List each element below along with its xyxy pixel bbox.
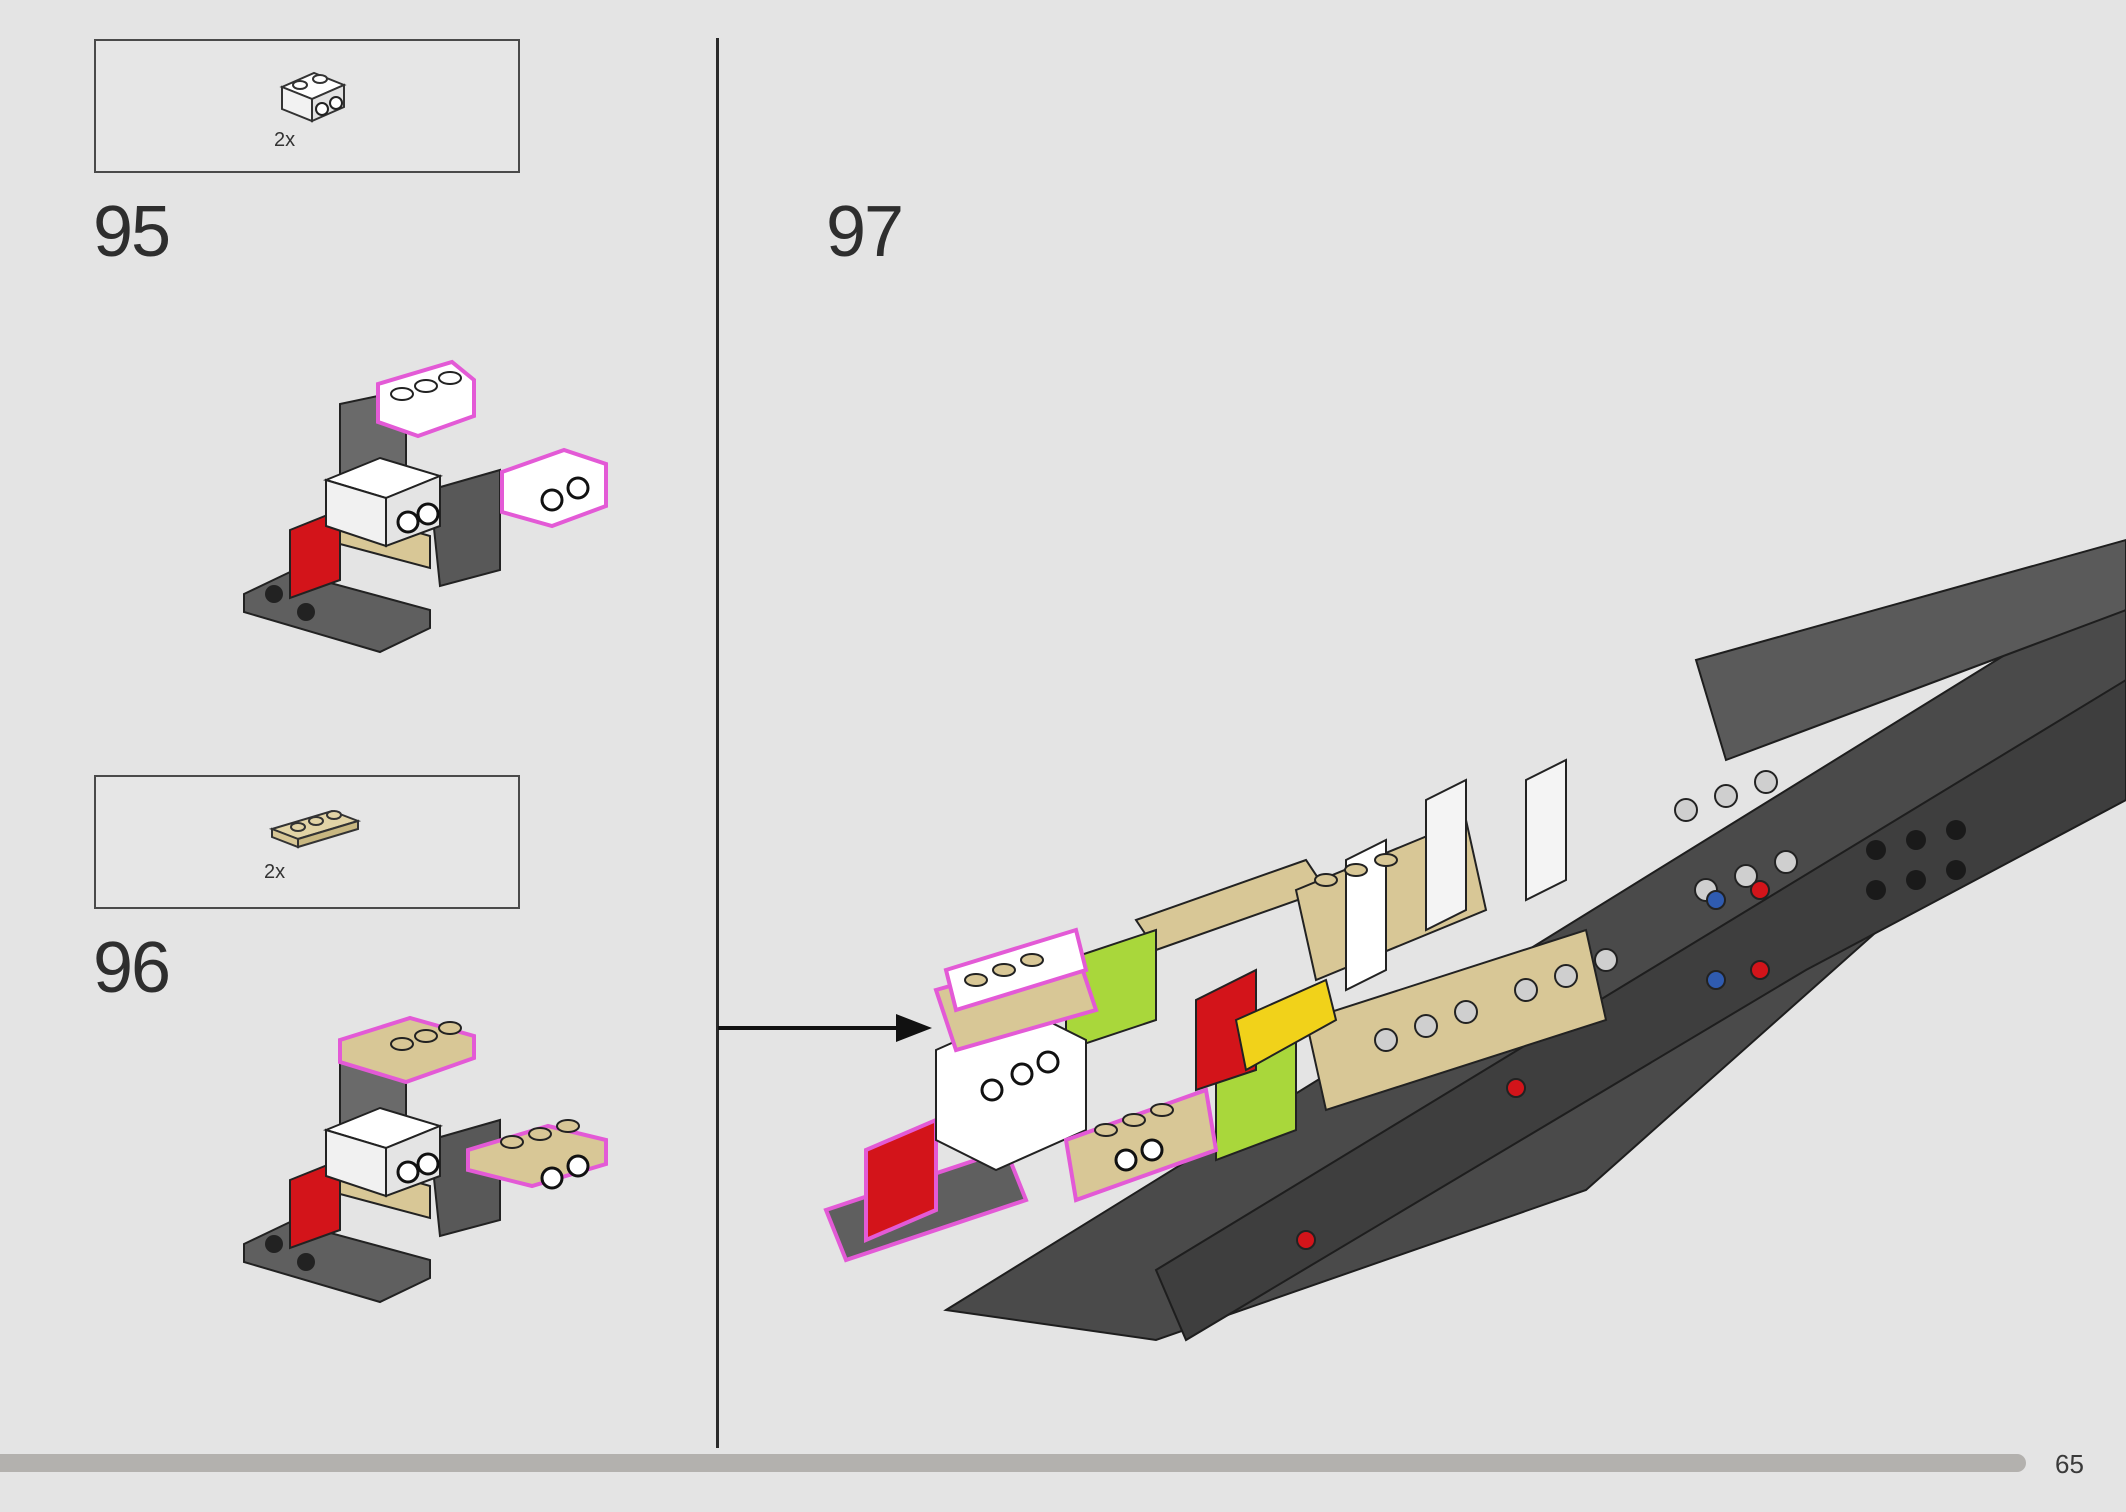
- column-divider: [716, 38, 719, 1448]
- page-number: 65: [2055, 1449, 2084, 1479]
- step-96-part-quantity: 2x: [264, 861, 286, 883]
- step-95-part-quantity: 2x: [274, 129, 296, 151]
- white-brick-side-studs-icon: [279, 71, 347, 123]
- arrow-right-icon: [718, 1014, 932, 1042]
- step-95-parts-box: 2x: [94, 39, 520, 173]
- step-96-model-illustration: [243, 1015, 608, 1304]
- step-97-model-illustration: [823, 538, 2126, 1342]
- progress-bar: [0, 1454, 2026, 1472]
- step-95-number: 95: [93, 192, 171, 272]
- step-97-number: 97: [826, 192, 904, 272]
- step-96-parts-box: 2x: [94, 775, 520, 909]
- step-96-number: 96: [93, 928, 171, 1008]
- tan-plate-1x3-icon: [268, 809, 362, 849]
- step-95-model-illustration: [243, 359, 608, 654]
